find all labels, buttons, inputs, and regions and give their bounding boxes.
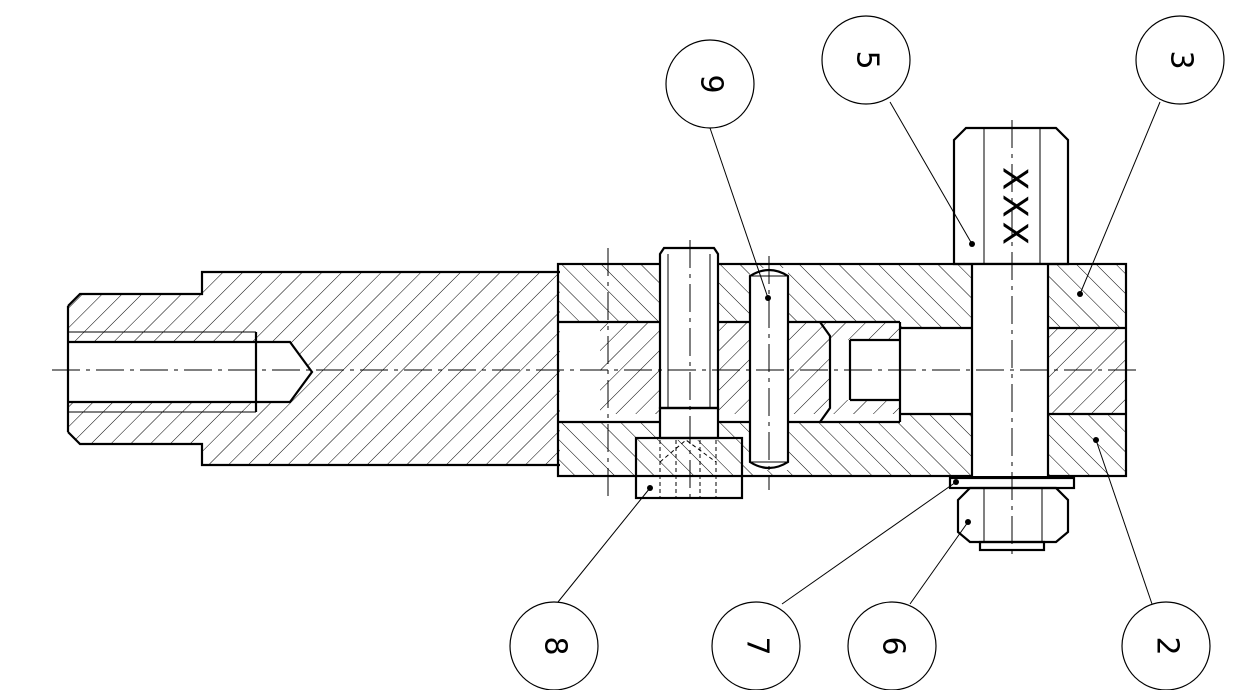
balloon-2: 2	[1121, 601, 1211, 690]
nut-6	[956, 486, 1070, 552]
balloon-5: 5	[821, 15, 911, 105]
balloon-7: 7	[711, 601, 801, 690]
centre-lines	[52, 120, 1136, 560]
balloon-9-label: 9	[694, 74, 729, 93]
balloon-7-label: 7	[740, 636, 775, 655]
balloon-5-label: 5	[850, 50, 885, 69]
balloon-6: 6	[847, 601, 937, 690]
leader-lines	[557, 101, 1161, 605]
screw-8	[634, 246, 744, 500]
balloon-8-label: 8	[538, 636, 573, 655]
shaft-body	[66, 270, 560, 467]
balloon-2-label: 2	[1150, 636, 1185, 655]
balloon-9: 9	[665, 39, 755, 129]
balloon-6-label: 6	[876, 636, 911, 655]
balloon-8: 8	[509, 601, 599, 690]
balloon-3: 3	[1135, 15, 1225, 105]
balloon-3-label: 3	[1164, 50, 1199, 69]
bolt-head-mark: XXX	[995, 167, 1035, 249]
